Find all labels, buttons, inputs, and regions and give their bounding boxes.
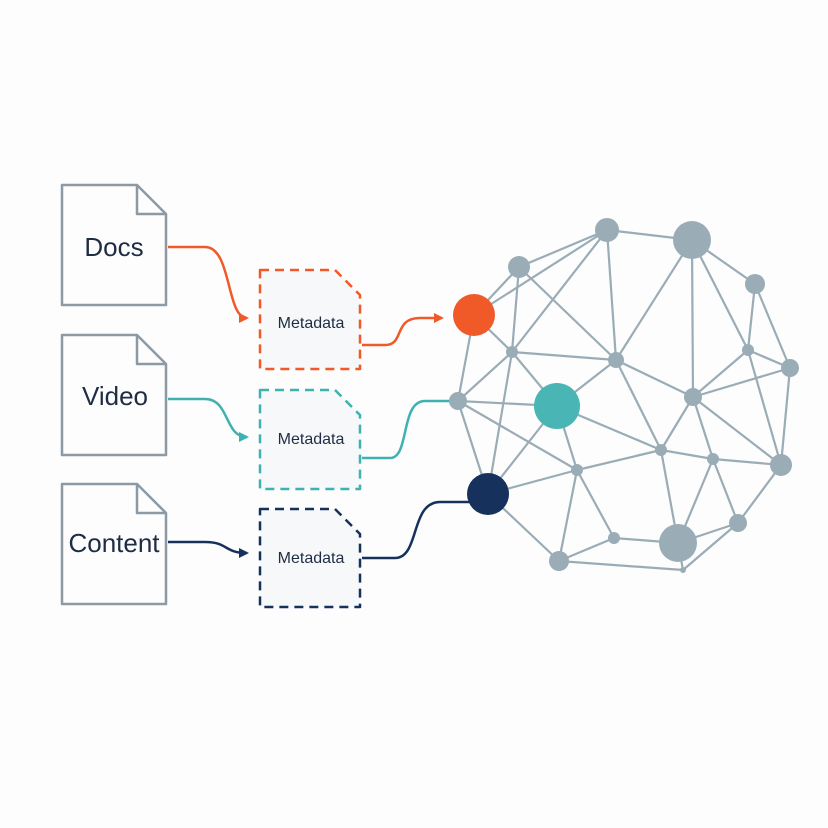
network-node xyxy=(571,464,583,476)
network-edge xyxy=(692,349,749,398)
arrow-metadata-to-orange-node xyxy=(362,313,444,347)
network-node xyxy=(655,444,667,456)
network-edge xyxy=(746,283,757,351)
network-edge xyxy=(615,239,693,361)
source-label-video: Video xyxy=(82,381,148,411)
network-node xyxy=(680,567,686,573)
page-fold xyxy=(135,185,166,216)
arrow-content-to-metadata xyxy=(168,540,249,558)
network-edge xyxy=(486,351,514,495)
network-edge xyxy=(557,469,579,562)
arrow-docs-to-metadata xyxy=(168,245,249,323)
network-edge xyxy=(615,359,694,398)
network-node-orange xyxy=(453,294,495,336)
network-edge xyxy=(712,457,782,467)
source-video: Video xyxy=(60,333,168,457)
network-edge xyxy=(691,396,715,460)
arrow-video-to-metadata xyxy=(168,397,249,442)
network-node xyxy=(707,453,719,465)
network-edge xyxy=(711,458,740,524)
network-edge xyxy=(518,266,617,361)
network-edge xyxy=(692,366,791,399)
source-docs: Docs xyxy=(60,183,168,307)
network-node xyxy=(770,454,792,476)
network-edge xyxy=(576,448,662,472)
network-edge xyxy=(690,239,695,398)
network-edge xyxy=(511,350,617,362)
source-content: Content xyxy=(60,482,168,606)
network-edge xyxy=(691,239,749,351)
network-node xyxy=(449,392,467,410)
network-edge xyxy=(753,283,792,369)
page-fold xyxy=(135,484,166,515)
network-node-teal xyxy=(534,383,580,429)
network-node xyxy=(729,514,747,532)
network-edge xyxy=(558,559,684,572)
network-node-navy xyxy=(467,473,509,515)
network-edge xyxy=(737,464,782,524)
network-nodes xyxy=(449,218,799,573)
connector-metadata-to-network xyxy=(362,399,452,460)
metadata-box-teal: Metadata xyxy=(258,388,362,491)
network-node xyxy=(742,344,754,356)
metadata-label: Metadata xyxy=(278,550,345,567)
network-node xyxy=(508,256,530,278)
network-edge xyxy=(473,229,608,316)
metadata-label: Metadata xyxy=(278,431,345,448)
network-edge xyxy=(457,400,578,471)
network-edge xyxy=(576,469,615,539)
network-node xyxy=(745,274,765,294)
network-node xyxy=(684,388,702,406)
source-label-content: Content xyxy=(68,528,160,558)
page-fold xyxy=(135,335,166,366)
network-node xyxy=(506,346,518,358)
network-edge xyxy=(692,396,782,466)
network-edge xyxy=(457,351,513,402)
network-node xyxy=(595,218,619,242)
network-edge xyxy=(660,448,714,461)
metadata-label: Metadata xyxy=(278,315,345,332)
network-edge xyxy=(682,522,739,571)
network-edge xyxy=(779,367,792,466)
network-node xyxy=(673,221,711,259)
network-edge xyxy=(746,349,783,466)
metadata-box-navy: Metadata xyxy=(258,507,362,609)
network-edge xyxy=(615,359,662,451)
network-node xyxy=(781,359,799,377)
network-edge xyxy=(511,229,608,353)
network-node xyxy=(549,551,569,571)
network-node xyxy=(608,352,624,368)
network-node xyxy=(608,532,620,544)
connector-metadata-to-navy-node xyxy=(362,500,470,560)
network-edge xyxy=(510,266,521,353)
network-edge xyxy=(518,228,608,269)
network-node xyxy=(659,524,697,562)
network-edge xyxy=(605,229,618,361)
metadata-box-orange: Metadata xyxy=(258,268,362,371)
source-label-docs: Docs xyxy=(84,232,143,262)
network-edge xyxy=(660,396,694,451)
